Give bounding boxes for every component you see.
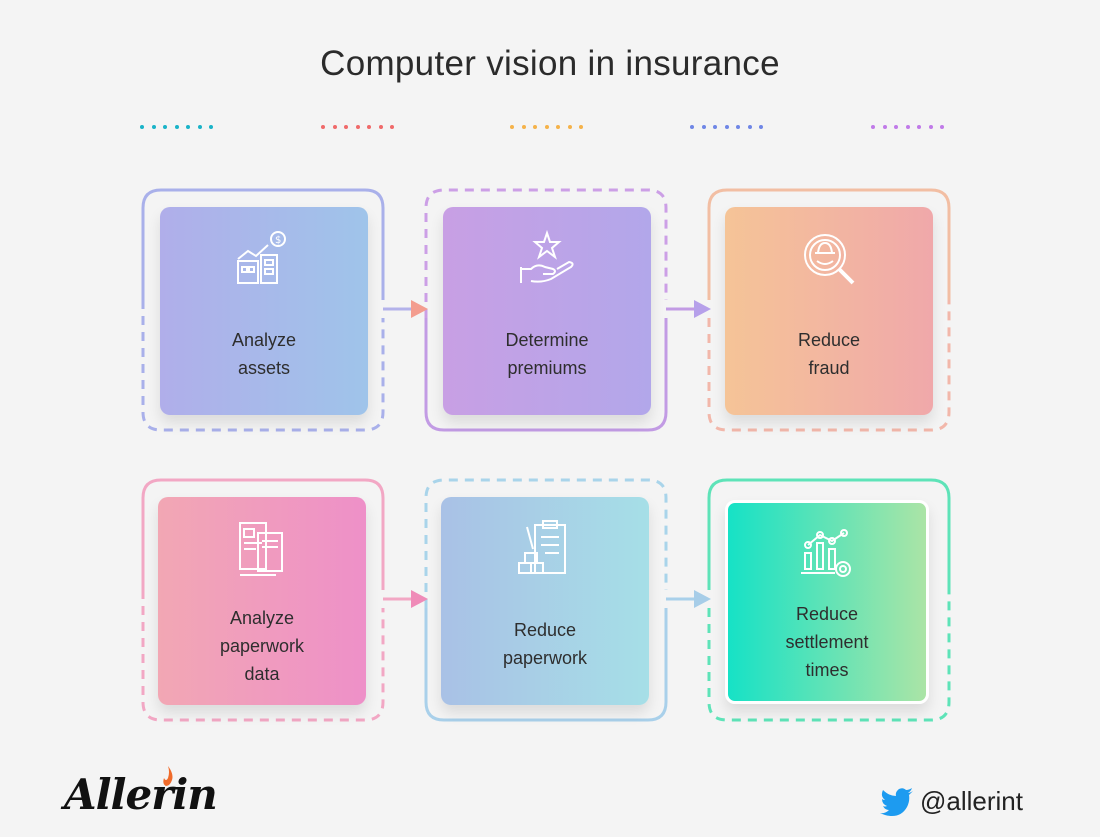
dot [140,125,144,129]
dot [871,125,875,129]
page-title: Computer vision in insurance [320,44,780,83]
dot [579,125,583,129]
dot [567,125,572,129]
dot [344,125,348,129]
dot [724,125,729,129]
dot [390,125,394,129]
dot [882,125,887,129]
dot [759,125,763,129]
property-value-icon: $ [160,229,368,289]
arrow-1-2 [383,300,428,318]
svg-text:$: $ [275,235,281,246]
twitter-bird-icon [880,787,913,816]
dot-row-2 [321,125,394,131]
documents-icon [158,519,366,579]
frame-4 [141,478,385,722]
dot [163,125,167,129]
brand-logo: Allerin [64,770,218,819]
magnifier-spy-icon [725,229,933,289]
dot [533,125,537,129]
twitter-handle[interactable]: @allerint [880,786,1023,817]
handle-text: @allerint [920,786,1023,816]
flame-icon [163,766,173,786]
dot [521,125,526,129]
frame-1 [141,188,385,432]
dot [378,125,383,129]
clipboard-boxes-icon [441,519,649,579]
dot [690,125,694,129]
dot [332,125,337,129]
dot [321,125,325,129]
chart-gears-icon [728,525,926,585]
frame-2 [424,188,668,432]
dot [186,125,190,129]
frame-6 [707,478,951,722]
dot [747,125,752,129]
dot-row-3 [510,125,583,131]
arrow-5-6 [666,590,711,608]
dot [197,125,202,129]
dot [905,125,910,129]
dot [174,125,179,129]
dot [209,125,213,129]
dot [367,125,371,129]
frame-5 [424,478,668,722]
dot [894,125,898,129]
dot-row-4 [690,125,763,131]
arrow-2-3 [666,300,711,318]
hand-star-icon [443,229,651,289]
dot [736,125,740,129]
dot [355,125,360,129]
dot-row-5 [871,125,944,131]
dot [928,125,933,129]
dot [701,125,706,129]
dot [151,125,156,129]
frame-3 [707,188,951,432]
dot [917,125,921,129]
dot [510,125,514,129]
dot-row-1 [140,125,213,131]
arrow-4-5 [383,590,428,608]
dot [556,125,560,129]
dot [940,125,944,129]
dot [713,125,717,129]
dot [544,125,549,129]
